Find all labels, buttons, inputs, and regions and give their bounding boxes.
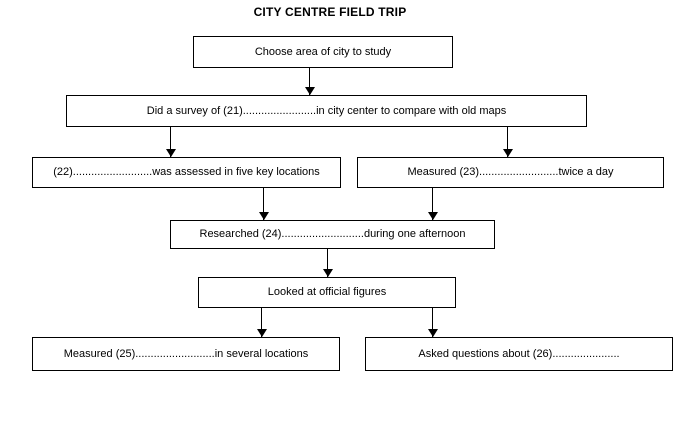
- arrow-survey-to-measured-twice: [502, 127, 513, 157]
- flow-node-label: Choose area of city to study: [254, 45, 392, 58]
- flow-node-label: Did a survey of (21)....................…: [146, 104, 507, 117]
- flow-node-assessed-locations: (22)..........................was assess…: [32, 157, 341, 188]
- flow-node-measured-twice-daily: Measured (23)..........................t…: [357, 157, 664, 188]
- flow-node-label: Researched (24).........................…: [199, 228, 466, 240]
- arrow-assessed-to-researched: [258, 188, 269, 220]
- flow-node-label: Measured (25)..........................i…: [63, 347, 309, 360]
- flow-node-label: (22)..........................was assess…: [53, 166, 320, 178]
- arrow-figures-to-measured-several: [256, 308, 267, 337]
- flow-node-official-figures: Looked at official figures: [198, 277, 456, 308]
- flow-node-choose-area: Choose area of city to study: [193, 36, 453, 68]
- flow-node-label: Asked questions about (26)..............…: [418, 347, 620, 360]
- arrow-figures-to-asked-questions: [427, 308, 438, 337]
- arrow-researched-to-figures: [322, 248, 333, 277]
- page-title: CITY CENTRE FIELD TRIP: [253, 5, 407, 19]
- flow-node-label: Looked at official figures: [267, 286, 387, 298]
- flow-node-label: Measured (23)..........................t…: [407, 166, 614, 178]
- flow-node-survey: Did a survey of (21)....................…: [66, 95, 587, 127]
- arrow-choose-to-survey: [304, 68, 315, 95]
- flow-node-measured-several: Measured (25)..........................i…: [32, 337, 340, 371]
- flow-node-asked-questions: Asked questions about (26)..............…: [365, 337, 673, 371]
- arrow-survey-to-assessed: [165, 127, 176, 157]
- arrow-measured-twice-to-researched: [427, 188, 438, 220]
- flow-node-researched-afternoon: Researched (24).........................…: [170, 220, 495, 249]
